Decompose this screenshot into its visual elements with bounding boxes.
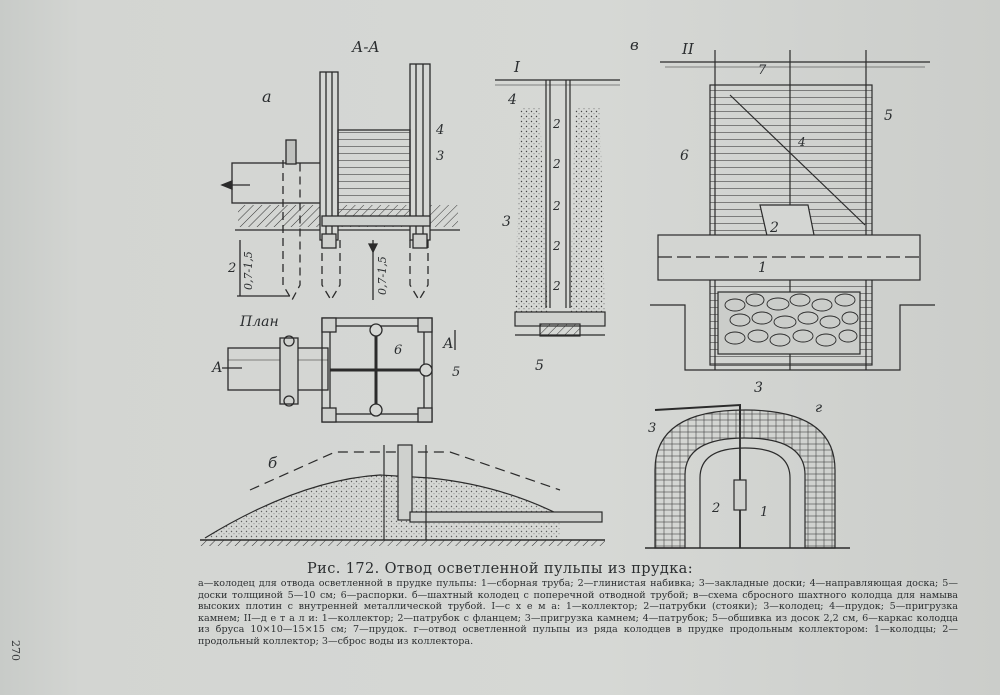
figure-v-scheme-1 <box>495 79 620 337</box>
figure-b <box>200 444 605 546</box>
label-roman-2: II <box>681 40 695 58</box>
label-ii-5: 5 <box>884 108 893 124</box>
label-v-2b: 2 <box>552 157 561 171</box>
label-v-3: 3 <box>502 214 511 230</box>
label-ii-4: 4 <box>797 135 806 149</box>
label-ii-7: 7 <box>758 63 767 78</box>
label-plan: План <box>239 314 279 330</box>
label-v-2c: 2 <box>552 199 561 213</box>
label-v-4: 4 <box>507 92 517 108</box>
label-fig-g: г <box>815 400 822 416</box>
dimension-right: 0,7-1,5 <box>376 256 389 295</box>
label-a-2: 2 <box>227 261 236 276</box>
label-g-1: 1 <box>760 505 768 520</box>
page-number: 270 <box>9 640 22 661</box>
label-ii-3: 3 <box>754 380 763 396</box>
label-plan-5: 5 <box>452 365 460 380</box>
label-v-2e: 2 <box>552 279 561 293</box>
label-a-4: 4 <box>435 123 444 138</box>
figure-g <box>645 403 850 549</box>
label-plan-a-left: А <box>211 360 223 376</box>
label-g-3: 3 <box>648 421 656 436</box>
label-g-2: 2 <box>711 501 720 516</box>
label-section-aa: А-А <box>351 38 380 56</box>
label-ii-2: 2 <box>769 220 779 236</box>
figure-a-section <box>220 63 460 302</box>
figure-caption-title: Рис. 172. Отвод осветленной пульпы из пр… <box>306 561 694 577</box>
label-fig-b: б <box>268 454 278 472</box>
technical-drawing: А-А а 4 3 2 0,7-1,5 0,7-1,5 План А А 6 5 <box>200 36 935 549</box>
label-ii-1: 1 <box>758 260 767 276</box>
figure-a-plan <box>222 317 456 423</box>
label-roman-1: I <box>513 58 521 76</box>
label-plan-a-right: А <box>442 336 454 352</box>
figure-v-details-2 <box>650 50 935 371</box>
label-v-5: 5 <box>535 358 544 374</box>
figure-caption-text: а—колодец для отвода осветленной в прудк… <box>198 578 958 647</box>
label-v-2d: 2 <box>552 239 561 253</box>
label-a-3: 3 <box>436 149 444 164</box>
dimension-left: 0,7-1,5 <box>242 251 255 290</box>
label-fig-v: в <box>630 36 639 54</box>
label-fig-a: а <box>262 87 272 106</box>
label-v-2a: 2 <box>552 117 561 131</box>
label-ii-6: 6 <box>680 148 689 164</box>
label-plan-6: 6 <box>394 343 402 358</box>
